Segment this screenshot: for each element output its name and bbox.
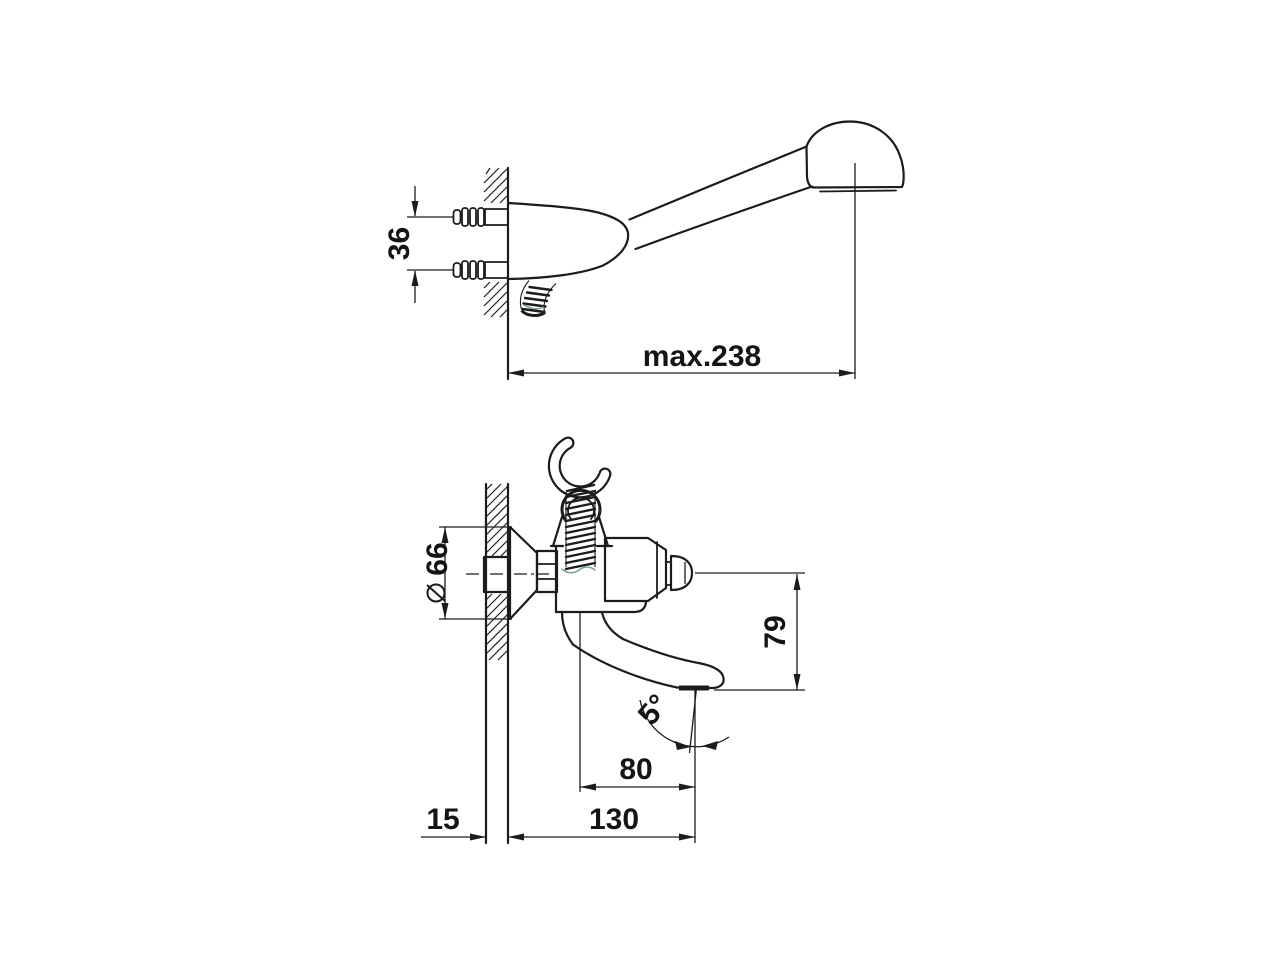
arrowhead [580,783,596,791]
wall-hatching-upper [483,167,509,204]
inlet-pipe [466,555,549,594]
hose-connector-lower [452,260,509,280]
hand-shower-view: 36 max.238 [383,120,905,381]
dimension-label: 66 [421,542,454,575]
dimension-escutcheon-diameter: 66 [421,526,512,620]
connector-cap [452,209,462,225]
arrowhead [839,369,855,377]
mounting-nut [535,549,559,594]
dimension-spout-projection: 130 [508,803,695,841]
wall-mixer-view: 66 79 5° 80 [421,436,805,845]
lever-top-edge [628,145,808,221]
escutcheon [508,525,539,621]
hook-shape-inner [550,438,610,497]
spring-rails [565,492,596,567]
connector-barb [461,260,469,280]
diameter-symbol-icon [426,583,446,603]
ring-inner [567,496,595,520]
head-outline [805,120,905,189]
nut-outline [535,549,559,594]
spout-arm-top [621,637,703,665]
arrowhead [508,369,524,377]
dimension-label: 79 [759,615,792,648]
hose-ridges [521,285,553,314]
knob-outline [669,554,694,592]
connector-shaft [484,261,509,279]
spout-arm-bottom [571,643,679,689]
hose-rail [519,280,530,310]
dimension-label: 5° [632,688,676,731]
dimension-label: max.238 [643,340,761,373]
dimension-wall-offset: 15 [421,803,486,841]
connector-barb [469,207,477,227]
spout [560,611,725,691]
diameter-label-group: 66 [421,542,454,603]
arrowhead [441,603,449,619]
arrowhead [411,270,419,286]
extension-lines [407,216,453,271]
connector-barb [477,260,485,280]
arrowhead [675,741,691,750]
body-cylinder [603,536,668,603]
dimension-label: 15 [426,803,459,836]
spring-coils [564,483,597,571]
arrowhead [793,574,801,590]
hose-rail [543,283,557,313]
connector-barb [461,207,469,227]
arrowhead [470,833,486,841]
connector-cap [452,262,462,278]
arrowhead [679,783,695,791]
wall-hatching-lower [485,593,509,661]
head-face-line [819,189,897,193]
wall-hatching-lower [483,281,509,318]
wall-section-top [483,166,510,381]
dimension-max-projection: max.238 [508,163,856,379]
spring-housing [551,515,610,548]
nut-facets [536,563,558,580]
arrowhead [702,741,718,750]
shower-hook [547,436,612,499]
spring-end-tint [561,566,596,574]
dimension-hose-spacing: 36 [383,186,453,303]
valve-body [549,536,668,614]
lever-bottom-edge [634,185,814,251]
extension-lines [695,572,805,691]
dimension-label: 80 [619,753,652,786]
hose-end [520,309,546,317]
body-bottom-lip [554,600,648,614]
arrowhead [441,527,449,543]
extension-lines [439,526,512,620]
shower-head [805,120,905,193]
spout-drop-right [600,611,625,641]
ring-outer [560,488,602,523]
shower-lever [628,145,814,251]
connector-barb [469,260,477,280]
shower-hose [519,280,557,317]
connector-barb [477,207,485,227]
spout-drop-left [560,611,575,646]
connector-shaft [484,208,509,226]
angle-line [688,687,698,754]
dimension-label: 36 [383,227,416,260]
control-knob [665,554,694,592]
wall-section-bottom [484,482,510,845]
hose-spring [551,483,610,574]
hose-connector-upper [452,207,509,227]
arrowhead [411,201,419,217]
shower-body [506,201,630,281]
dimension-label: 130 [589,803,639,836]
spout-tip [675,662,725,690]
arrowhead [679,833,695,841]
arrowhead [793,674,801,690]
dimension-spout-height: 79 [695,572,805,691]
dimension-spout-reach: 80 [579,613,695,792]
arrowhead [508,833,524,841]
wall-hatching-upper [485,483,509,557]
hose-end-tint [523,304,544,310]
